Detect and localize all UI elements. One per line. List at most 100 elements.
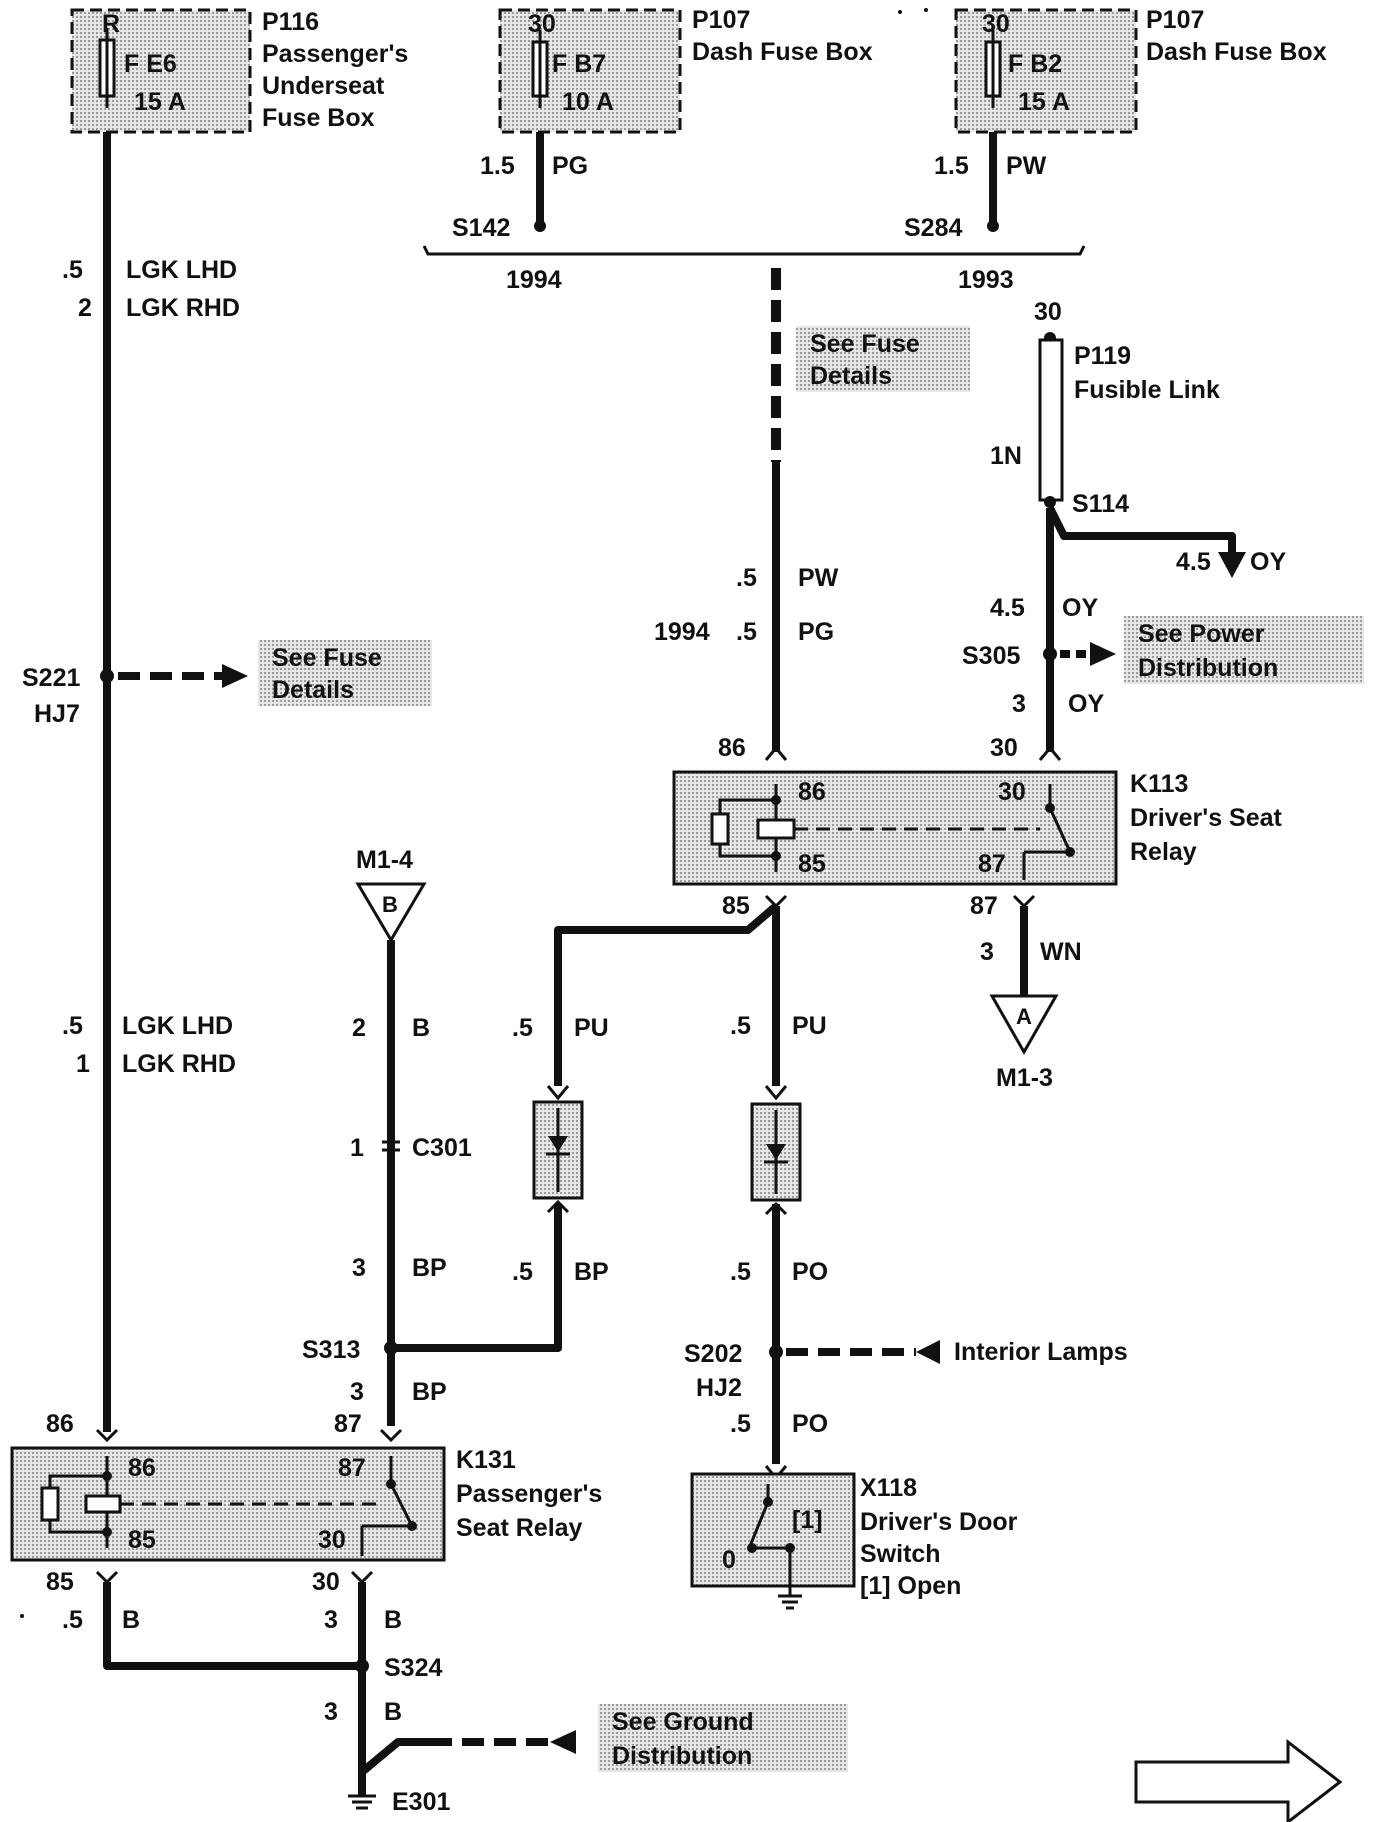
wire-color: B	[384, 1606, 402, 1634]
wire-size: .5	[730, 1410, 751, 1438]
wire-size: 3	[1012, 690, 1026, 718]
svg-text:Details: Details	[810, 362, 892, 390]
relay-name: Passenger's	[456, 1480, 602, 1508]
splice-label: S305	[962, 642, 1020, 670]
relay-id: K131	[456, 1446, 516, 1474]
pin-label: 87	[334, 1410, 362, 1438]
fuse-terminal: 30	[982, 10, 1010, 38]
ground-symbol-e301	[348, 1794, 376, 1810]
wire-color: B	[412, 1014, 430, 1042]
harness-label: HJ7	[34, 700, 80, 728]
wire-color: LGK RHD	[122, 1050, 236, 1078]
wire-size: 3	[352, 1254, 366, 1282]
wire-size: 3	[350, 1378, 364, 1406]
svg-text:Details: Details	[272, 676, 354, 704]
wire-color: BP	[574, 1258, 609, 1286]
wire-color: B	[122, 1606, 140, 1634]
wire-color: OY	[1068, 690, 1104, 718]
year-label: 1994	[506, 266, 562, 294]
pin-label: 30	[318, 1526, 346, 1554]
wire-color: PO	[792, 1258, 828, 1286]
wire-color: LGK LHD	[126, 256, 237, 284]
fuse-number: F B7	[552, 50, 606, 78]
fuse-box-id: P116	[262, 8, 319, 36]
wire-color: PU	[792, 1012, 827, 1040]
pin-label: 87	[978, 850, 1006, 878]
fuse-box-id: P107	[1146, 6, 1204, 34]
continue-arrow-icon	[1134, 1738, 1343, 1822]
note-see-fuse-details-left: See Fuse Details	[258, 640, 432, 706]
fusible-link-id: P119	[1074, 342, 1131, 370]
switch-zero: 0	[722, 1546, 736, 1574]
fuse-box-name: Dash Fuse Box	[1146, 38, 1327, 66]
fuse-box-name: Passenger's	[262, 40, 408, 68]
relay-id: K113	[1130, 770, 1188, 798]
svg-text:See Fuse: See Fuse	[810, 330, 920, 358]
fusible-link	[1038, 338, 1064, 502]
relay-name: Seat Relay	[456, 1514, 583, 1542]
pin-label: 86	[46, 1410, 74, 1438]
wire-color: OY	[1250, 548, 1286, 576]
switch-id: X118	[860, 1474, 917, 1502]
pin-label: 85	[722, 892, 750, 920]
fuse-rating: 15 A	[134, 88, 186, 116]
wire-color: PW	[1006, 152, 1047, 180]
wire-color: OY	[1062, 594, 1098, 622]
fuse-number: F E6	[124, 50, 177, 78]
splice-label: S221	[22, 664, 80, 692]
svg-text:Distribution: Distribution	[612, 1742, 752, 1770]
note-see-ground-distribution: See Ground Distribution	[598, 1704, 848, 1772]
wire-color: PU	[574, 1014, 609, 1042]
wire-size: .5	[512, 1258, 533, 1286]
pin-label: 87	[338, 1454, 366, 1482]
splice-label: S313	[302, 1336, 360, 1364]
wire-size: .5	[62, 256, 83, 284]
svg-text:Distribution: Distribution	[1138, 654, 1278, 682]
pin-label: 87	[970, 892, 998, 920]
diode-right	[750, 1085, 802, 1216]
note-see-power-distribution: See Power Distribution	[1124, 616, 1364, 684]
fuse-box-p107-b2: 30 F B2 15 A P107 Dash Fuse Box	[954, 6, 1327, 134]
switch-name: Switch	[860, 1540, 941, 1568]
connector-label: M1-3	[996, 1064, 1053, 1092]
wire-size: 2	[78, 294, 92, 322]
ground-symbol-x118	[778, 1586, 802, 1610]
splice-label: S114	[1072, 490, 1129, 518]
svg-text:See Ground: See Ground	[612, 1708, 754, 1736]
wire-size: 1N	[990, 442, 1022, 470]
wire-size: .5	[730, 1012, 751, 1040]
wire-color: LGK LHD	[122, 1012, 233, 1040]
splice-label: S202	[684, 1340, 742, 1368]
fuse-box-id: P107	[692, 6, 750, 34]
fuse-box-name: Dash Fuse Box	[692, 38, 873, 66]
svg-text:See Fuse: See Fuse	[272, 644, 382, 672]
wire-size: .5	[512, 1014, 533, 1042]
wire-color: PG	[798, 618, 834, 646]
wire-size: 4.5	[990, 594, 1025, 622]
fuse-terminal: 30	[528, 10, 556, 38]
switch-note: [1] Open	[860, 1572, 961, 1600]
harness-label: HJ2	[696, 1374, 742, 1402]
fusible-link-name: Fusible Link	[1074, 376, 1220, 404]
wire-size: 4.5	[1176, 548, 1211, 576]
fuse-rating: 15 A	[1018, 88, 1070, 116]
fuse-rating: 10 A	[562, 88, 614, 116]
wire-size: .5	[62, 1606, 83, 1634]
relay-name: Relay	[1130, 838, 1197, 866]
connector-letter: A	[1016, 1004, 1032, 1029]
pin-label: 86	[128, 1454, 156, 1482]
connector-m1-3	[989, 994, 1059, 1056]
pin-label: 30	[990, 734, 1018, 762]
pin-label: 85	[46, 1568, 74, 1596]
fuse-box-name: Underseat	[262, 72, 385, 100]
wire-size: .5	[736, 564, 757, 592]
door-switch-x118: [1] 0	[690, 1472, 856, 1588]
pin-label: 86	[798, 778, 826, 806]
fuse-terminal: R	[102, 10, 120, 38]
wire-size: 1	[76, 1050, 90, 1078]
wire-size: .5	[730, 1258, 751, 1286]
wire-color: WN	[1040, 938, 1082, 966]
splice-label: S142	[452, 214, 510, 242]
connector-pin: 1	[350, 1134, 364, 1162]
note-see-fuse-details-center: See Fuse Details	[796, 326, 970, 392]
